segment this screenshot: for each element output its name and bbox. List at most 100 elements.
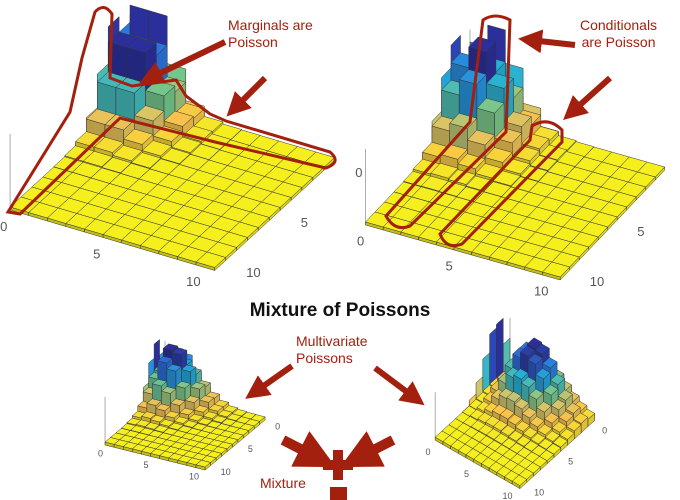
bar [543, 412, 560, 424]
bar [197, 417, 213, 426]
bar [522, 427, 539, 439]
j-tick-label: 10 [503, 491, 513, 500]
bar [511, 474, 528, 486]
note-line: are Poisson [581, 34, 656, 50]
i-tick-label: 0 [355, 165, 362, 180]
bar [182, 420, 199, 428]
bar [195, 459, 212, 468]
i-tick-label: 5 [637, 224, 644, 239]
bar [558, 410, 574, 423]
bar [93, 136, 125, 153]
note-line: Multivariate [296, 333, 368, 349]
bar [572, 412, 589, 424]
i-tick-label: 10 [246, 265, 260, 280]
j-tick-label: 0 [426, 447, 431, 457]
bar [551, 421, 568, 433]
bar [494, 127, 523, 144]
bar [101, 157, 132, 174]
bar [535, 368, 551, 380]
conditional-outline-2 [438, 120, 564, 248]
bar [430, 162, 459, 179]
note-line: Poissons [296, 350, 353, 366]
bar [552, 436, 568, 448]
bar [492, 170, 521, 187]
bar [169, 398, 186, 406]
bar [164, 410, 181, 419]
i-tick-label: 0 [602, 426, 607, 436]
bar [140, 411, 157, 419]
bar [130, 152, 162, 169]
bar [160, 386, 177, 394]
bar [179, 407, 195, 416]
bar [199, 395, 215, 403]
bar [173, 416, 190, 424]
bar [189, 382, 206, 390]
i-tick-label: 5 [248, 444, 253, 454]
bar [134, 105, 165, 122]
bar [160, 147, 191, 165]
bar [521, 133, 550, 150]
bar [123, 128, 154, 145]
bar [217, 409, 233, 418]
bar [515, 435, 532, 447]
bar [152, 125, 184, 142]
bar [543, 384, 559, 396]
bar [153, 425, 170, 433]
bar [557, 389, 573, 401]
i-tick-label: 5 [568, 457, 573, 467]
figure-title: Mixture of Poissons [249, 300, 431, 321]
bar [514, 420, 531, 432]
j-tick-label: 0 [357, 234, 364, 249]
bar [528, 388, 544, 400]
bar [151, 378, 168, 387]
marginal-outline [5, 6, 337, 216]
j-tick-label: 0 [0, 219, 7, 234]
bar [155, 403, 172, 412]
bar [527, 353, 544, 365]
bar [542, 261, 571, 278]
bar [458, 69, 487, 85]
bar [163, 110, 194, 127]
bar [536, 401, 552, 413]
bar [521, 407, 538, 419]
bar [523, 440, 539, 452]
j-tick-label: 10 [534, 284, 548, 299]
j-tick-label: 5 [464, 469, 469, 479]
arrow-icon [563, 75, 613, 121]
bar [195, 251, 227, 268]
bar [82, 150, 114, 167]
arrow-icon [139, 39, 227, 84]
marginals-note: Marginals are Poisson [228, 17, 313, 51]
bar [193, 405, 210, 413]
bar [534, 343, 550, 355]
bar [468, 36, 497, 53]
conditionals-note: Conditionals are Poisson [580, 17, 657, 51]
plus-icon [323, 450, 353, 480]
bar [141, 140, 173, 157]
arrow-icon [226, 75, 268, 117]
bar [529, 416, 545, 428]
bar [519, 345, 536, 357]
note-line: Marginals are [228, 17, 313, 33]
bar [530, 432, 546, 445]
bar [508, 430, 524, 442]
bar [537, 423, 553, 436]
bar [149, 414, 166, 423]
bar [492, 419, 509, 432]
bar [526, 337, 543, 349]
bar [565, 402, 581, 414]
j-tick-label: 5 [143, 460, 148, 470]
mixture-note: Mixture [260, 475, 306, 491]
j-tick-label: 5 [446, 259, 453, 274]
bar [180, 364, 197, 373]
bar [507, 414, 523, 426]
bar [208, 404, 224, 412]
note-line: Poisson [228, 34, 278, 50]
bar [126, 37, 157, 54]
bar [549, 373, 566, 385]
bar [538, 438, 554, 450]
bar [466, 129, 496, 146]
